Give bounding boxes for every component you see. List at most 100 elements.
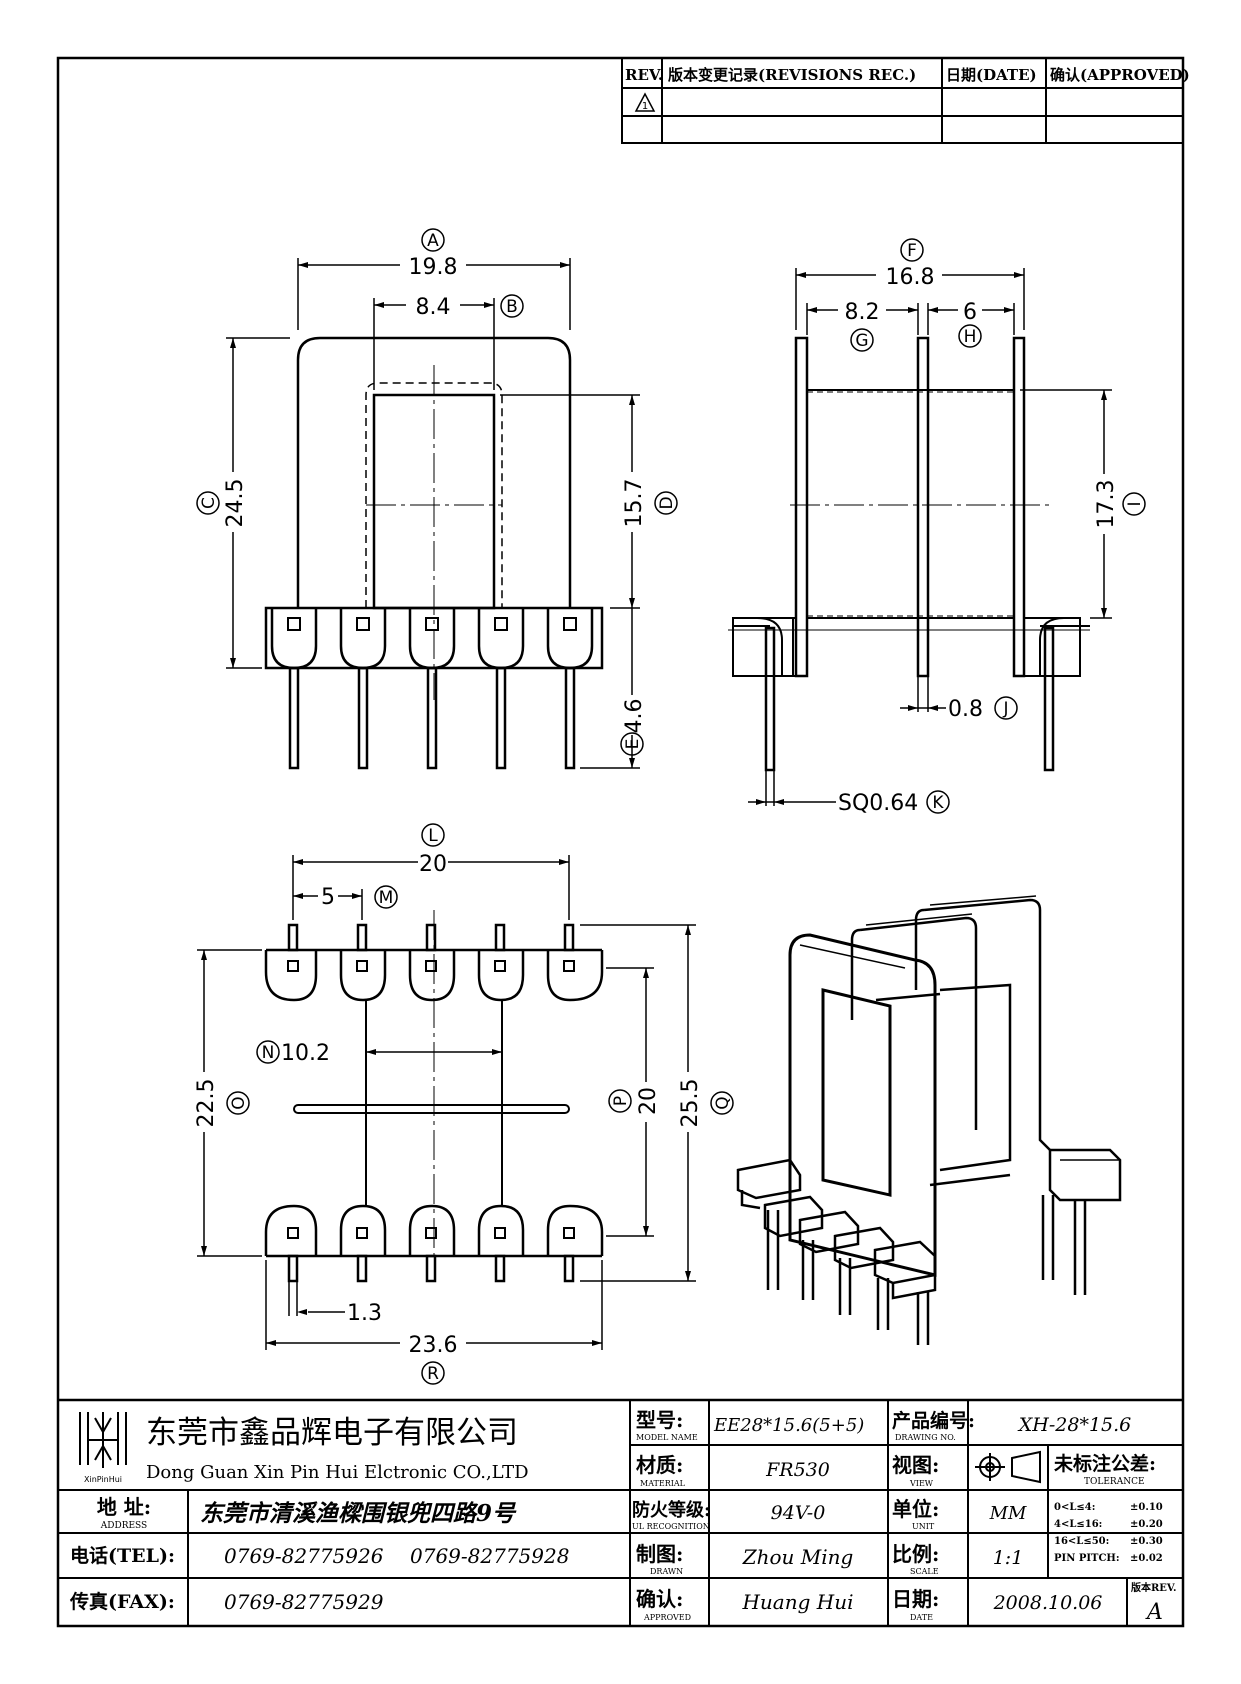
scale-label-en: SCALE (910, 1567, 939, 1576)
tolerance-label: 未标注公差: (1053, 1452, 1156, 1475)
tol-value-3: ±0.30 (1130, 1536, 1163, 1547)
unit-label: 单位: (892, 1497, 939, 1521)
svg-text:R: R (427, 1364, 439, 1384)
logo-text: XinPinHui (84, 1475, 122, 1484)
dim-B-circle-icon: B (500, 294, 524, 318)
title-block (58, 1398, 1183, 1626)
date-header: 日期(DATE) (946, 66, 1037, 84)
fax-label: 传真(FAX): (69, 1590, 175, 1613)
address-label-en: ADDRESS (100, 1521, 147, 1531)
revision-table (621, 57, 1184, 144)
ul-value: 94V-0 (771, 1502, 826, 1524)
company-name-cn: 东莞市鑫品辉电子有限公司 (146, 1415, 518, 1451)
tel-label: 电话(TEL): (70, 1544, 175, 1567)
tol-range-3: 16<L≤50: (1054, 1536, 1109, 1547)
dim-P-value: 20 (636, 1087, 661, 1115)
unit-value: MM (989, 1503, 1027, 1524)
company-logo-icon (79, 1412, 127, 1468)
bottom-view (197, 855, 696, 1350)
dim-K-circle-icon: K (926, 790, 950, 814)
dim-Q-value: 25.5 (678, 1079, 703, 1128)
dim-N-circle-icon: N (256, 1040, 280, 1064)
dim-G-value: 8.2 (845, 300, 880, 325)
dim-F-circle-icon: F (900, 238, 924, 262)
drawn-value: Zhou Ming (742, 1545, 854, 1569)
dim-O-value: 22.5 (194, 1079, 219, 1128)
svg-text:H: H (964, 327, 977, 347)
tol-range-2: 4<L≤16: (1054, 1519, 1102, 1530)
material-label: 材质: (636, 1453, 683, 1477)
dim-H-circle-icon: H (958, 324, 982, 348)
svg-text:K: K (932, 793, 944, 813)
rev-label: 版本REV. (1131, 1581, 1176, 1594)
svg-text:I: I (1125, 501, 1145, 506)
drawing-no-label-en: DRAWING NO. (895, 1433, 956, 1442)
ul-label-en: UL RECOGNITION (632, 1522, 710, 1531)
tel-value-1: 0769-82775926 (224, 1544, 384, 1568)
isometric-view (736, 895, 1122, 1345)
dim-N-value: 10.2 (281, 1041, 330, 1066)
date-label: 日期: (892, 1587, 939, 1611)
tol-range-1: 0<L≤4: (1054, 1502, 1095, 1513)
dim-D-circle-icon: D (654, 491, 678, 515)
dim-K-value: SQ0.64 (838, 791, 918, 816)
drawing-no-value: XH-28*15.6 (1017, 1414, 1132, 1436)
model-label: 型号: (636, 1408, 683, 1432)
date-value: 2008.10.06 (993, 1592, 1103, 1614)
dim-M-value: 5 (321, 885, 335, 910)
tol-value-4: ±0.02 (1130, 1553, 1163, 1564)
dim-pitch-value: 1.3 (347, 1301, 382, 1326)
sheet-border (56, 56, 1185, 1628)
material-value: FR530 (765, 1459, 830, 1481)
side-view (728, 268, 1112, 806)
dim-M-circle-icon: M (374, 885, 398, 909)
dim-L-value: 20 (419, 852, 447, 877)
tolerance-label-en: TOLERANCE (1084, 1477, 1145, 1487)
dim-I-circle-icon: I (1122, 492, 1146, 516)
svg-text:E: E (623, 739, 643, 750)
address-label: 地 址: (97, 1495, 151, 1519)
record-header: 版本变更记录(REVISIONS REC.) (668, 66, 916, 84)
tol-range-4: PIN PITCH: (1054, 1553, 1120, 1564)
tol-value-1: ±0.10 (1130, 1502, 1163, 1513)
approved-label-en: APPROVED (643, 1613, 691, 1622)
model-label-en: MODEL NAME (636, 1433, 698, 1442)
view-label: 视图: (892, 1453, 939, 1477)
dim-E-value: 4.6 (622, 699, 647, 734)
ul-label: 防火等级: (632, 1499, 711, 1521)
dim-J-value: 0.8 (948, 697, 983, 722)
projection-symbol-icon (975, 1450, 1041, 1484)
dim-C-circle-icon: C (196, 491, 220, 515)
svg-text:D: D (657, 496, 677, 509)
approved-header: 确认(APPROVED) (1050, 66, 1190, 84)
svg-text:C: C (199, 497, 219, 509)
fax-value: 0769-82775929 (224, 1590, 384, 1614)
date-label-en: DATE (910, 1613, 933, 1622)
svg-text:G: G (855, 331, 868, 351)
scale-label: 比例: (892, 1542, 939, 1566)
dim-O-circle-icon: O (226, 1091, 250, 1115)
drawn-label-en: DRAWN (650, 1567, 683, 1576)
dim-B-value: 8.4 (416, 295, 451, 320)
rev-value: A (1145, 1600, 1163, 1625)
scale-value: 1:1 (993, 1547, 1024, 1569)
unit-label-en: UNIT (912, 1522, 935, 1531)
svg-text:J: J (1002, 699, 1008, 719)
svg-text:F: F (907, 241, 917, 261)
tel-value-2: 0769-82775928 (410, 1544, 569, 1568)
dim-C-value: 24.5 (223, 479, 248, 528)
dim-A-value: 19.8 (409, 255, 458, 280)
rev-mark: 1 (642, 101, 648, 112)
dim-I-value: 17.3 (1094, 480, 1119, 529)
dim-Q-circle-icon: Q (710, 1091, 734, 1115)
dim-F-value: 16.8 (886, 265, 935, 290)
dim-R-value: 23.6 (409, 1333, 458, 1358)
dim-R-circle-icon: R (421, 1361, 445, 1385)
svg-text:B: B (506, 297, 518, 317)
dim-P-circle-icon: P (608, 1089, 632, 1113)
dim-J-circle-icon: J (994, 696, 1018, 720)
svg-text:A: A (427, 231, 439, 251)
approved-label: 确认: (636, 1587, 683, 1611)
view-label-en: VIEW (909, 1479, 934, 1488)
dim-G-circle-icon: G (850, 328, 874, 352)
